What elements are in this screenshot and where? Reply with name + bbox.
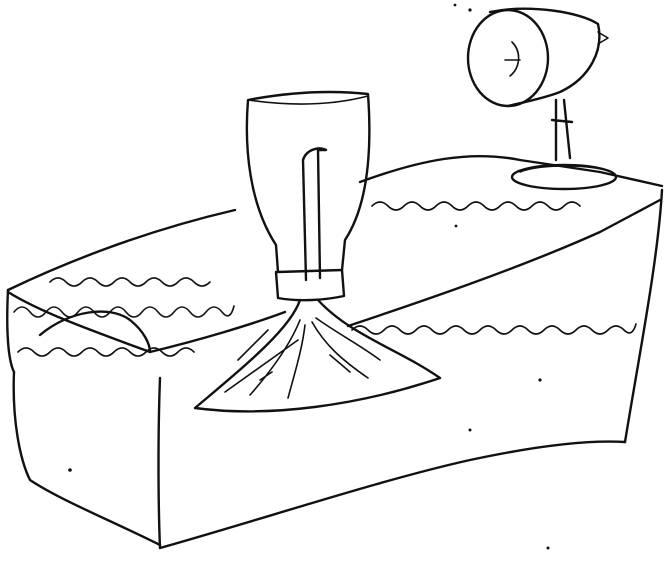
water-wave-back-right xyxy=(372,202,580,210)
water-wave-front-left xyxy=(18,348,194,356)
bottle-neck xyxy=(276,270,344,300)
speck xyxy=(469,429,472,432)
stand-post xyxy=(552,100,572,160)
tank-left-edge xyxy=(7,290,14,372)
tank-front-left-edge xyxy=(14,372,160,545)
bottle-body xyxy=(247,92,369,272)
tank-back-rim-right xyxy=(360,156,662,186)
camera-device xyxy=(468,9,608,106)
speck xyxy=(454,4,457,7)
sediment-streak-2 xyxy=(288,325,305,398)
speck xyxy=(547,547,550,550)
camera-lens-mark xyxy=(505,42,520,76)
speck xyxy=(68,468,72,472)
tank-right-edge xyxy=(625,190,662,442)
camera-stand xyxy=(512,100,616,189)
specks xyxy=(68,4,549,550)
bottle-tube xyxy=(303,148,326,280)
camera-body xyxy=(490,9,599,106)
inverted-bottle xyxy=(247,92,369,300)
speck xyxy=(538,378,541,381)
water-surface xyxy=(14,202,636,356)
camera-lens-face xyxy=(468,10,548,106)
tank-front-top-edge-right xyxy=(348,200,660,326)
sediment-streak-5 xyxy=(225,340,298,392)
water-wave-front-right xyxy=(352,324,636,334)
sediment-fan xyxy=(195,300,440,411)
speck xyxy=(455,225,458,228)
tank-front-corner xyxy=(159,378,161,548)
sediment-streak-3 xyxy=(312,322,368,378)
sediment-fan-outline xyxy=(195,300,440,411)
speck xyxy=(468,8,471,11)
tank-bottom-edge xyxy=(160,442,625,548)
tank-front-top-edge xyxy=(8,292,285,352)
water-wave-mid-left xyxy=(50,278,210,286)
